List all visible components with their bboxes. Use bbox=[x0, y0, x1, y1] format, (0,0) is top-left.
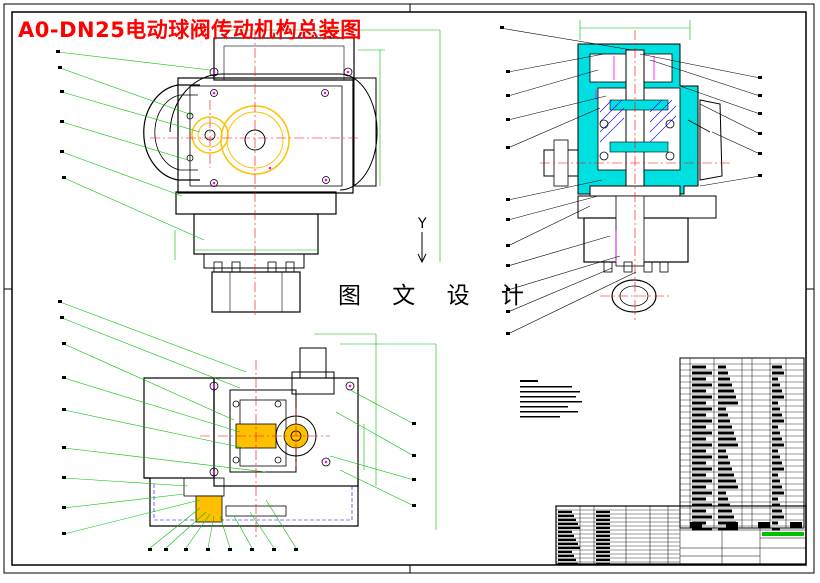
top-view bbox=[56, 29, 441, 318]
view-arrow bbox=[417, 232, 427, 264]
technical-notes bbox=[520, 380, 582, 418]
front-view bbox=[58, 300, 437, 551]
section-view bbox=[499, 20, 762, 335]
drawing-title: A0-DN25电动球阀传动机构总装图 bbox=[18, 18, 362, 42]
view-label: Y bbox=[418, 216, 427, 232]
parts-list bbox=[679, 357, 805, 531]
title-block bbox=[555, 505, 807, 565]
watermark-text: 图 文 设 计 bbox=[338, 283, 536, 309]
border-ticks bbox=[4, 4, 814, 573]
